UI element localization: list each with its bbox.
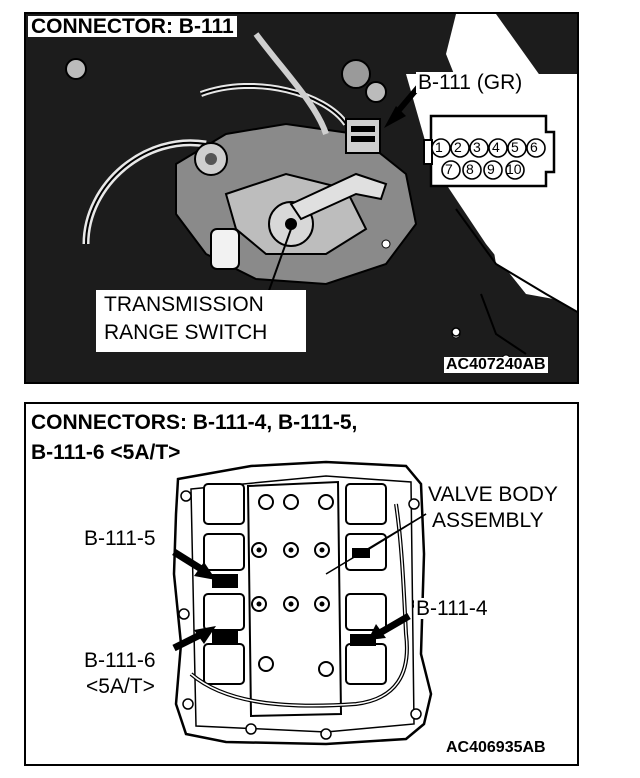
valve-body-label-line2: ASSEMBLY <box>430 509 546 532</box>
pin-number: 5 <box>511 139 519 155</box>
connector-b111-4-label: B-111-4 <box>414 597 490 620</box>
pin-number: 10 <box>506 161 522 177</box>
bottom-figure-code: AC406935AB <box>444 739 548 756</box>
pin-number: 6 <box>530 139 538 155</box>
top-panel-title: CONNECTOR: B-111 <box>28 16 237 37</box>
pin-number: 9 <box>487 161 495 177</box>
connector-b111-6-label-line2: <5A/T> <box>84 675 157 698</box>
bottom-panel-title-line1: CONNECTORS: B-111-4, B-111-5, <box>28 412 361 433</box>
connector-b111-label: B-111 (GR) <box>416 71 525 94</box>
top-diagram-panel: CONNECTOR: B-111 B-111 (GR) 1 2 3 4 5 6 … <box>24 12 579 384</box>
bottom-diagram-panel: CONNECTORS: B-111-4, B-111-5, B-111-6 <5… <box>24 402 579 766</box>
pin-number: 2 <box>454 139 462 155</box>
range-switch-label-line1: TRANSMISSION <box>102 293 266 316</box>
valve-body-label-line1: VALVE BODY <box>426 483 560 506</box>
pin-number: 4 <box>492 139 500 155</box>
connector-b111-5-label: B-111-5 <box>82 527 158 550</box>
pin-number: 1 <box>435 139 443 155</box>
pin-number: 7 <box>445 161 453 177</box>
range-switch-label-line2: RANGE SWITCH <box>102 321 270 344</box>
bottom-panel-title-line2: B-111-6 <5A/T> <box>28 442 184 463</box>
connector-b111-6-label-line1: B-111-6 <box>82 649 158 672</box>
pin-number: 8 <box>466 161 474 177</box>
valve-body-illustration <box>26 404 577 764</box>
pin-number: 3 <box>473 139 481 155</box>
top-figure-code: AC407240AB <box>444 356 548 373</box>
